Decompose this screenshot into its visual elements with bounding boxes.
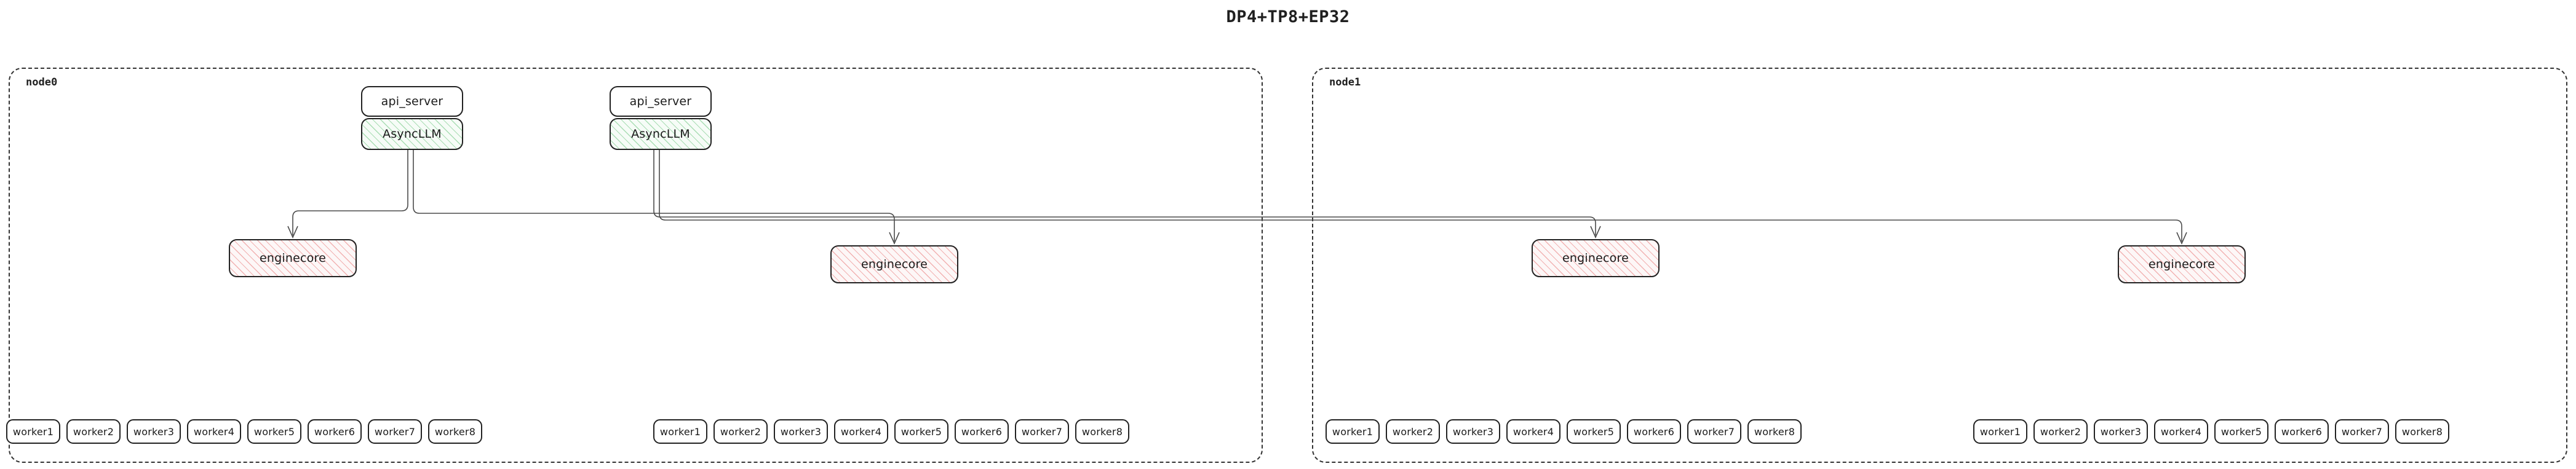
worker-box[interactable]: worker4 [834,419,888,444]
node-cluster-node1: node1 [1312,68,2567,463]
worker-box[interactable]: worker6 [2275,419,2329,444]
worker-box[interactable]: worker8 [1747,419,1802,444]
node-label-node1: node1 [1329,76,1361,89]
worker-box[interactable]: worker8 [428,419,482,444]
enginecore-box[interactable]: enginecore [830,245,958,283]
page-title: DP4+TP8+EP32 [1226,7,1350,26]
worker-box[interactable]: worker7 [1687,419,1741,444]
worker-box[interactable]: worker3 [774,419,828,444]
enginecore-box[interactable]: enginecore [1532,239,1660,277]
asyncllm-box[interactable]: AsyncLLM [610,118,712,150]
worker-box[interactable]: worker1 [653,419,707,444]
api-server-box[interactable]: api_server [361,86,463,117]
worker-box[interactable]: worker6 [1627,419,1681,444]
enginecore-box[interactable]: enginecore [2118,245,2246,283]
worker-box[interactable]: worker6 [955,419,1009,444]
worker-box[interactable]: worker4 [2154,419,2208,444]
worker-box[interactable]: worker7 [368,419,422,444]
worker-box[interactable]: worker3 [127,419,181,444]
enginecore-box[interactable]: enginecore [229,239,357,277]
worker-box[interactable]: worker2 [2033,419,2088,444]
worker-box[interactable]: worker5 [894,419,948,444]
worker-box[interactable]: worker8 [2395,419,2449,444]
worker-box[interactable]: worker7 [2335,419,2389,444]
worker-box[interactable]: worker7 [1015,419,1069,444]
worker-box[interactable]: worker1 [1326,419,1380,444]
asyncllm-box[interactable]: AsyncLLM [361,118,463,150]
worker-box[interactable]: worker2 [66,419,121,444]
worker-box[interactable]: worker5 [1567,419,1621,444]
node-label-node0: node0 [26,76,58,89]
worker-box[interactable]: worker1 [1973,419,2027,444]
worker-box[interactable]: worker3 [2094,419,2148,444]
worker-box[interactable]: worker6 [308,419,362,444]
api-server-box[interactable]: api_server [610,86,712,117]
worker-box[interactable]: worker5 [2214,419,2268,444]
worker-box[interactable]: worker2 [714,419,768,444]
worker-box[interactable]: worker8 [1075,419,1129,444]
worker-box[interactable]: worker3 [1446,419,1500,444]
node-cluster-node0: node0 [9,68,1263,463]
worker-box[interactable]: worker2 [1386,419,1440,444]
worker-box[interactable]: worker1 [6,419,60,444]
worker-box[interactable]: worker4 [1506,419,1560,444]
worker-box[interactable]: worker5 [247,419,301,444]
worker-box[interactable]: worker4 [187,419,241,444]
